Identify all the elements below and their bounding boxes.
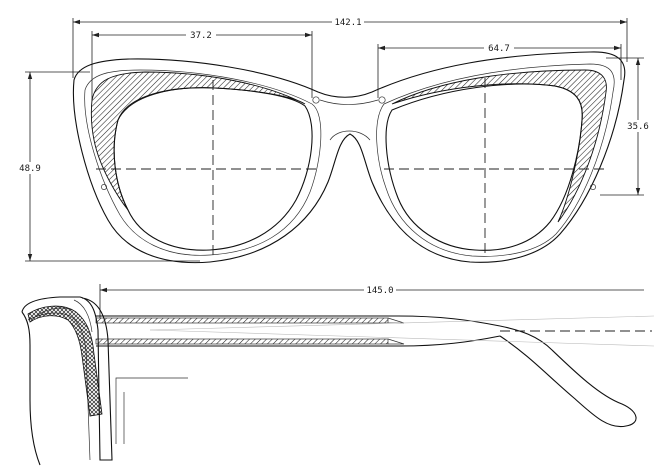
left-lens-bevel — [90, 71, 306, 211]
right-lens-bevel — [391, 69, 607, 223]
temple-tip — [499, 325, 637, 428]
overall-width-dimension: 142.1 — [72, 16, 628, 78]
lens-center-lines — [96, 78, 604, 258]
left-screw — [312, 96, 320, 104]
overall-width-label: 142.1 — [334, 18, 361, 28]
front-profile-outline — [21, 296, 113, 461]
temple-arm — [95, 315, 654, 428]
right-screw — [378, 96, 386, 104]
bridge-inner — [319, 99, 379, 105]
left-lens-width-dimension: 37.2 — [91, 29, 313, 100]
temple-length-label: 145.0 — [366, 286, 393, 296]
left-rim-inner — [84, 69, 322, 256]
overall-height-label: 48.9 — [19, 164, 41, 174]
left-lens — [113, 87, 313, 251]
bridge-lower — [329, 130, 371, 141]
side-view: 145.0 — [21, 284, 654, 466]
left-lens-width-label: 37.2 — [190, 31, 212, 41]
left-hinge-dot — [101, 184, 107, 190]
front-profile-band — [27, 305, 103, 417]
frame-outline — [72, 51, 626, 264]
front-profile-lens-edge — [21, 311, 41, 466]
right-lens-width-label: 64.7 — [488, 44, 510, 54]
right-rim-inner — [376, 63, 615, 257]
temple-length-dimension: 145.0 — [99, 284, 644, 318]
nose-pad-bracket — [115, 377, 188, 444]
right-hinge-dot — [590, 184, 596, 190]
right-lens-height-label: 35.6 — [627, 122, 649, 132]
right-lens-width-dimension: 64.7 — [377, 42, 622, 98]
right-lens — [385, 83, 583, 251]
front-view: 142.1 37.2 64.7 — [16, 16, 654, 264]
front-profile-top-rim — [73, 299, 93, 333]
right-lens-height-dimension: 35.6 — [600, 57, 654, 196]
front-profile-top-edge — [35, 307, 73, 317]
